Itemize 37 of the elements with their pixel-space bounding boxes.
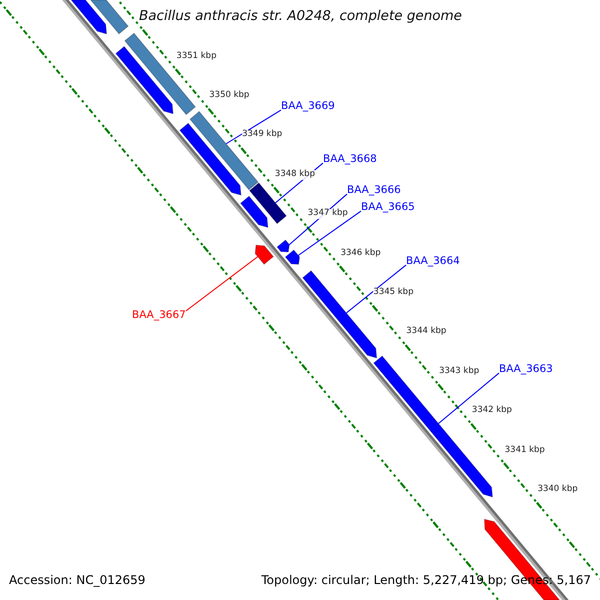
scale-label: 3347 kbp bbox=[308, 209, 348, 219]
gene-label: BAA_3663 bbox=[499, 363, 553, 376]
scale-label: 3342 kbp bbox=[472, 406, 512, 416]
gene-label: BAA_3664 bbox=[406, 255, 460, 268]
gene-feature bbox=[276, 239, 290, 252]
scale-label: 3345 kbp bbox=[373, 288, 414, 298]
gene-label: BAA_3668 bbox=[323, 153, 377, 166]
gene-feature bbox=[249, 182, 287, 224]
gene-label: BAA_3665 bbox=[361, 201, 415, 214]
gene-feature bbox=[70, 0, 108, 34]
scale-label: 3350 kbp bbox=[209, 90, 250, 101]
gene-label: BAA_3667 bbox=[132, 309, 186, 322]
scale-label: 3340 kbp bbox=[538, 484, 578, 495]
gene-label: BAA_3666 bbox=[347, 184, 401, 196]
leader-line bbox=[346, 264, 406, 314]
scale-label: 3349 kbp bbox=[242, 130, 282, 140]
scale-label: 3351 kbp bbox=[176, 52, 216, 62]
scale-label: 3344 kbp bbox=[406, 327, 446, 338]
gene-feature bbox=[373, 355, 493, 498]
gene-feature bbox=[124, 32, 196, 116]
gene-feature bbox=[179, 122, 242, 196]
gene-label: BAA_3669 bbox=[281, 100, 335, 112]
scale-label: 3346 kbp bbox=[340, 248, 381, 258]
accession-text: Accession: NC_012659 bbox=[9, 574, 146, 588]
leader-line bbox=[185, 256, 258, 312]
scale-label: 3343 kbp bbox=[439, 366, 480, 377]
gene-feature bbox=[254, 244, 274, 265]
leader-line bbox=[226, 110, 282, 144]
leader-line bbox=[298, 210, 362, 256]
gene-feature bbox=[284, 249, 300, 265]
scale-label: 3341 kbp bbox=[504, 446, 545, 456]
title-text: Bacillus anthracis str. A0248, complete genome bbox=[139, 9, 462, 25]
gene-feature bbox=[240, 196, 268, 228]
gene-feature bbox=[115, 46, 174, 114]
gene-feature bbox=[90, 0, 129, 34]
scale-label: 3348 kbp bbox=[274, 170, 315, 180]
leader-line bbox=[438, 372, 500, 424]
